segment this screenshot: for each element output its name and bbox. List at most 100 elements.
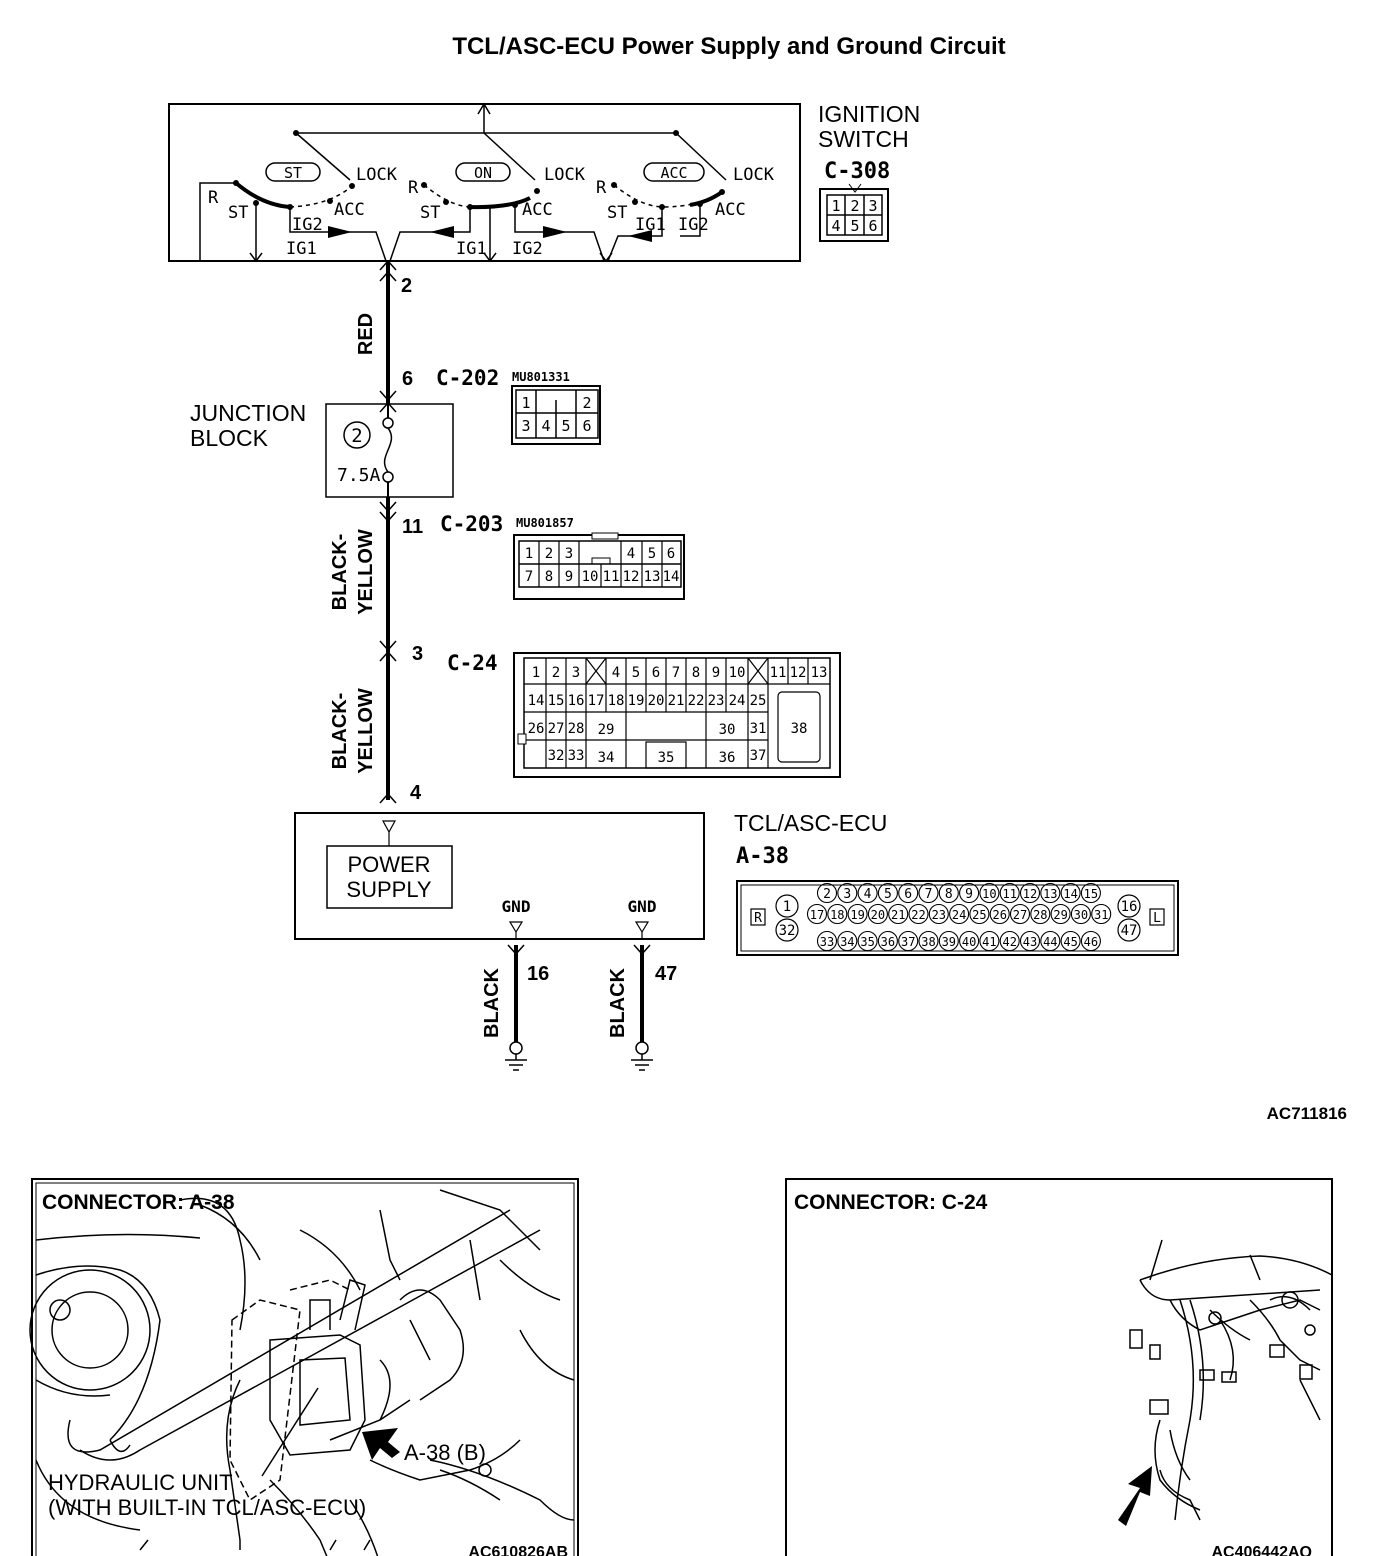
a38-pin: 39 (942, 935, 956, 949)
a38-pin: 2 (823, 887, 831, 902)
c202-pin-6: 6 (402, 368, 413, 390)
a38-pin: 7 (925, 887, 933, 902)
a38-pin-circle (918, 930, 939, 952)
c203-pin: 11 (603, 569, 620, 585)
c203-row1: 1 2 3 4 5 6 (525, 541, 675, 587)
c202-pin: 1 (521, 394, 530, 412)
a38-pin: 12 (1023, 887, 1037, 901)
panel-c24-heading: CONNECTOR: C-24 (794, 1191, 988, 1214)
a38-pin-circle (837, 882, 858, 904)
fuse-rating: 7.5A (337, 465, 381, 486)
a38-pin: 18 (830, 908, 844, 922)
a38-pin-circle (1050, 903, 1071, 925)
c308-pin: 4 (831, 217, 840, 235)
ecu-pin-16: 16 (527, 963, 549, 985)
c24-pin: 34 (598, 750, 615, 766)
a38-pin-circle (1080, 882, 1101, 904)
a38-pin-circle (857, 882, 878, 904)
c24-pin: 25 (750, 693, 767, 709)
a38-pin-circle (1070, 903, 1091, 925)
a38-pin-circle (1040, 930, 1061, 952)
fuse-number: 2 (351, 425, 362, 447)
c308-pin: 6 (868, 217, 877, 235)
panel-a38-caption-1: HYDRAULIC UNIT (48, 1470, 233, 1495)
a38-pin: 26 (992, 908, 1006, 922)
ecu-pin-47: 47 (655, 963, 677, 985)
panel-a38-heading: CONNECTOR: A-38 (42, 1191, 235, 1214)
ignition-label-1: IGNITION (818, 101, 920, 127)
ground-symbol (509, 1041, 523, 1055)
a38-pin: 43 (1023, 935, 1037, 949)
a38-pin: 11 (1002, 887, 1016, 901)
c24-label: C-24 (447, 651, 498, 675)
c24-pin: 16 (568, 693, 585, 709)
a38-pin: 14 (1063, 887, 1077, 901)
c203-pin: 10 (582, 569, 599, 585)
a38-pin-circle (1019, 930, 1041, 952)
ig2-label-1: IG2 (292, 215, 323, 235)
c24-pin: 30 (719, 722, 736, 738)
a38-pin-circle (827, 903, 848, 925)
r-label-3: R (596, 178, 607, 198)
c203-pin: 9 (565, 569, 573, 585)
c24-pin: 3 (572, 665, 580, 681)
c203-pin: 14 (663, 569, 680, 585)
a38-pin-circle (979, 882, 1000, 904)
ig1-label-2: IG1 (456, 239, 487, 259)
c24-pin: 11 (770, 665, 787, 681)
wire-black-47: BLACK (607, 967, 629, 1038)
c203-pin: 7 (525, 569, 533, 585)
c202-pin: 4 (541, 417, 550, 435)
a38-pin-circle (959, 930, 980, 952)
c24-pin: 31 (750, 721, 767, 737)
a38-pin-circle (1091, 903, 1112, 925)
a38-pin-circle (857, 930, 878, 952)
c308-pin: 1 (831, 197, 840, 215)
c203-pin: 12 (623, 569, 640, 585)
a38-pin: 24 (952, 908, 966, 922)
a38-pin-circle (806, 903, 828, 925)
c24-pin: 29 (598, 722, 615, 738)
ground-symbol (635, 1041, 649, 1055)
diagram-code: AC711816 (1267, 1104, 1347, 1123)
c24-pin: 23 (708, 693, 725, 709)
c24-pin: 36 (719, 750, 736, 766)
connector-a38-panel: CONNECTOR: A-38 A-38 (B) HYDRAULIC UNIT … (29, 1178, 579, 1556)
c202-part-number: MU801331 (512, 370, 570, 384)
a38-pin-circle (938, 930, 959, 952)
c24-pin: 9 (712, 665, 720, 681)
a38-pin: 41 (982, 935, 996, 949)
c24-pin: 21 (668, 693, 685, 709)
c202-label: C-202 (436, 366, 499, 390)
a38-pin: 4 (864, 887, 872, 902)
arrow-icon (1118, 1466, 1152, 1526)
panel-a38-caption-2: (WITH BUILT-IN TCL/ASC-ECU) (48, 1495, 366, 1520)
a38-pin: 13 (1043, 887, 1057, 901)
c24-pin: 7 (672, 665, 680, 681)
ignition-switch: ST ON ACC LOCK LOCK LOCK R R R ST (168, 101, 920, 263)
r-label-2: R (408, 178, 419, 198)
a38-pin-circle (898, 930, 919, 952)
a38-pin: 45 (1063, 935, 1077, 949)
a38-pin: 27 (1013, 908, 1027, 922)
c203-part-number: MU801857 (516, 516, 574, 530)
a38-pin-circle (1060, 930, 1081, 952)
c24-pin: 33 (568, 748, 585, 764)
st-label-1: ST (228, 203, 248, 223)
main-wire: 2 RED 6 C-202 JUNCTION BLOCK 2 7.5A 11 C… (190, 259, 503, 804)
a38-pin: 34 (840, 935, 854, 949)
st-label-2: ST (420, 203, 440, 223)
a38-pin: 36 (881, 935, 895, 949)
a38-pin: 8 (945, 887, 953, 902)
a38-pin: 5 (884, 887, 892, 902)
c24-pin: 20 (648, 693, 665, 709)
c203-pin: 5 (648, 546, 656, 562)
a38-pin-circle (816, 930, 838, 952)
connector-c24-panel: CONNECTOR: C-24 (785, 1178, 1333, 1556)
a38-pin: 25 (972, 908, 986, 922)
c24-pin: 37 (750, 748, 767, 764)
a38-pin-circle (999, 930, 1020, 952)
a38-pin: 42 (1002, 935, 1016, 949)
a38-pin-circle (928, 903, 949, 925)
